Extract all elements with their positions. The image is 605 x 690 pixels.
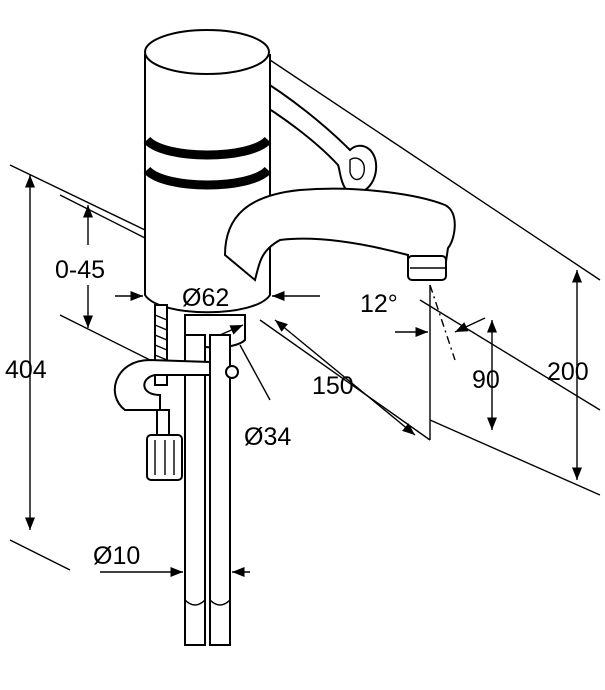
spout-clearance-label: 90 [472, 366, 500, 394]
pipe-diameter-label: Ø10 [93, 542, 140, 570]
spout-reach-label: 150 [312, 372, 354, 400]
base-diameter-label: Ø34 [244, 423, 291, 451]
total-height-label: 404 [5, 356, 47, 384]
spout-height-label: 200 [547, 358, 589, 386]
extension-lines [9, 59, 601, 571]
body-diameter-label: Ø62 [182, 284, 229, 312]
clamp-range-label: 0-45 [55, 256, 105, 284]
spout-angle-label: 12° [360, 290, 398, 318]
dimension-lines [24, 175, 583, 578]
faucet-body [113, 29, 456, 646]
